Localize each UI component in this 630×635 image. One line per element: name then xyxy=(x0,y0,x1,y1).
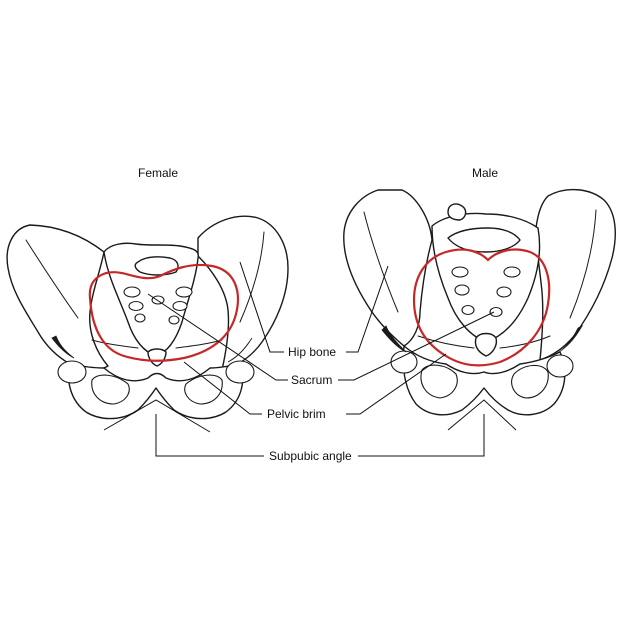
female-right-obturator xyxy=(184,374,223,405)
hip-bone-leader xyxy=(346,265,389,353)
female-left-acetabulum xyxy=(57,360,87,384)
male-left-acetabulum xyxy=(390,350,418,374)
male-pelvis xyxy=(343,189,616,431)
male-sacral-foramen xyxy=(496,286,512,298)
female-sacral-foramen xyxy=(123,286,141,298)
male-sacral-foramen xyxy=(503,266,521,278)
male-left-ilium xyxy=(343,189,433,347)
female-right-acetabulum xyxy=(225,360,255,384)
leader-lines xyxy=(147,261,495,457)
male-sacral-foramen xyxy=(451,266,469,278)
male-right-acetabulum xyxy=(546,354,574,378)
male-sacral-foramen xyxy=(454,284,470,296)
male-detail-line xyxy=(363,211,399,313)
sacrum-leader xyxy=(338,311,495,381)
female-sacral-foramen xyxy=(134,313,146,323)
pelvic-brim-leader xyxy=(346,353,447,415)
subpubic-angle-leader xyxy=(155,414,264,457)
female-detail-line xyxy=(91,339,139,349)
female-sacral-foramen xyxy=(172,300,188,312)
female-sacral-foramen xyxy=(128,300,144,312)
male-pelvic-brim xyxy=(412,248,551,367)
pelvic-brim-label: Pelvic brim xyxy=(267,407,326,421)
female-shadow xyxy=(227,337,253,363)
female-sacral-foramen xyxy=(175,286,193,298)
male-detail-line xyxy=(499,335,551,349)
female-sacral-foramen xyxy=(151,295,165,305)
male-right-obturator xyxy=(511,364,549,399)
female-sacral-top xyxy=(134,256,179,276)
male-coccyx xyxy=(474,332,498,357)
hip-bone-leader xyxy=(239,261,284,353)
sacrum-leader xyxy=(147,293,288,381)
male-sacral-foramen xyxy=(461,304,475,316)
subpubic-angle-leader xyxy=(358,414,485,457)
male-superior-process xyxy=(447,203,467,221)
female-title: Female xyxy=(138,166,179,180)
male-detail-line xyxy=(569,209,597,319)
male-detail-line xyxy=(417,335,475,349)
female-pelvis xyxy=(6,215,289,433)
male-shadow xyxy=(555,325,584,355)
female-sacral-foramen xyxy=(168,315,180,325)
male-sacral-foramen xyxy=(489,306,503,318)
pelvic-brim-leader xyxy=(183,361,262,415)
female-shadow xyxy=(51,335,75,359)
female-left-ilium xyxy=(6,224,109,371)
male-shadow xyxy=(381,325,407,353)
female-right-ilium xyxy=(197,215,289,371)
female-left-obturator xyxy=(91,374,130,405)
male-title: Male xyxy=(472,166,499,180)
sacrum-label: Sacrum xyxy=(291,373,333,387)
hip-bone-label: Hip bone xyxy=(288,345,337,359)
female-detail-line xyxy=(239,231,265,323)
subpubic-angle-label: Subpubic angle xyxy=(269,449,352,463)
female-pelvic-brim xyxy=(88,263,240,362)
male-subpubic-angle-lines xyxy=(447,399,517,431)
female-detail-line xyxy=(25,239,79,319)
male-left-obturator xyxy=(420,364,458,399)
female-coccyx xyxy=(147,348,167,367)
female-subpubic-angle-lines xyxy=(103,399,211,433)
